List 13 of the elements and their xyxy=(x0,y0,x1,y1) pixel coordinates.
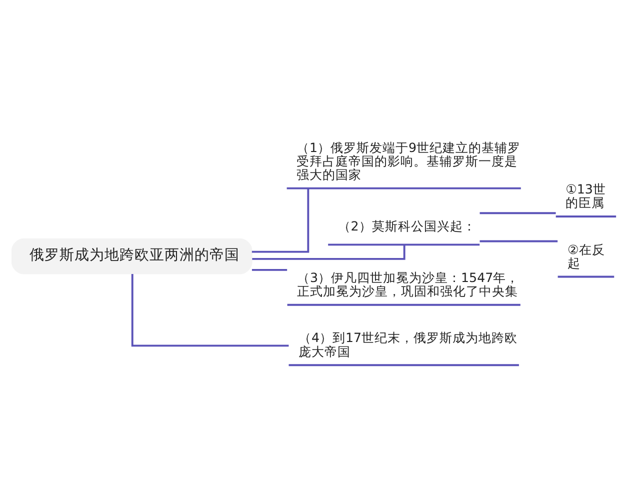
connector xyxy=(252,268,288,270)
node-box: 俄罗斯成为地跨欧亚两洲的帝国 xyxy=(11,238,252,274)
node-text: （2）莫斯科公国兴起： xyxy=(338,218,476,233)
node-text: （1）俄罗斯发端于9世纪建立的基辅罗受拜占庭帝国的影响。基辅罗斯一度是强大的国家 xyxy=(296,139,521,182)
node-text: （3）伊凡四世加冕为沙皇：1547年，正式加冕为沙皇，巩固和强化了中央集 xyxy=(297,269,520,298)
connector xyxy=(480,212,556,214)
connector xyxy=(131,273,289,346)
connector xyxy=(252,188,310,252)
connector xyxy=(252,244,406,260)
node-text: ①13世的臣属 xyxy=(566,181,606,210)
connector xyxy=(480,240,558,242)
node-text: ②在反起 xyxy=(568,241,605,270)
node-text: （4）到17世纪末，俄罗斯成为地跨欧庞大帝国 xyxy=(298,330,518,358)
